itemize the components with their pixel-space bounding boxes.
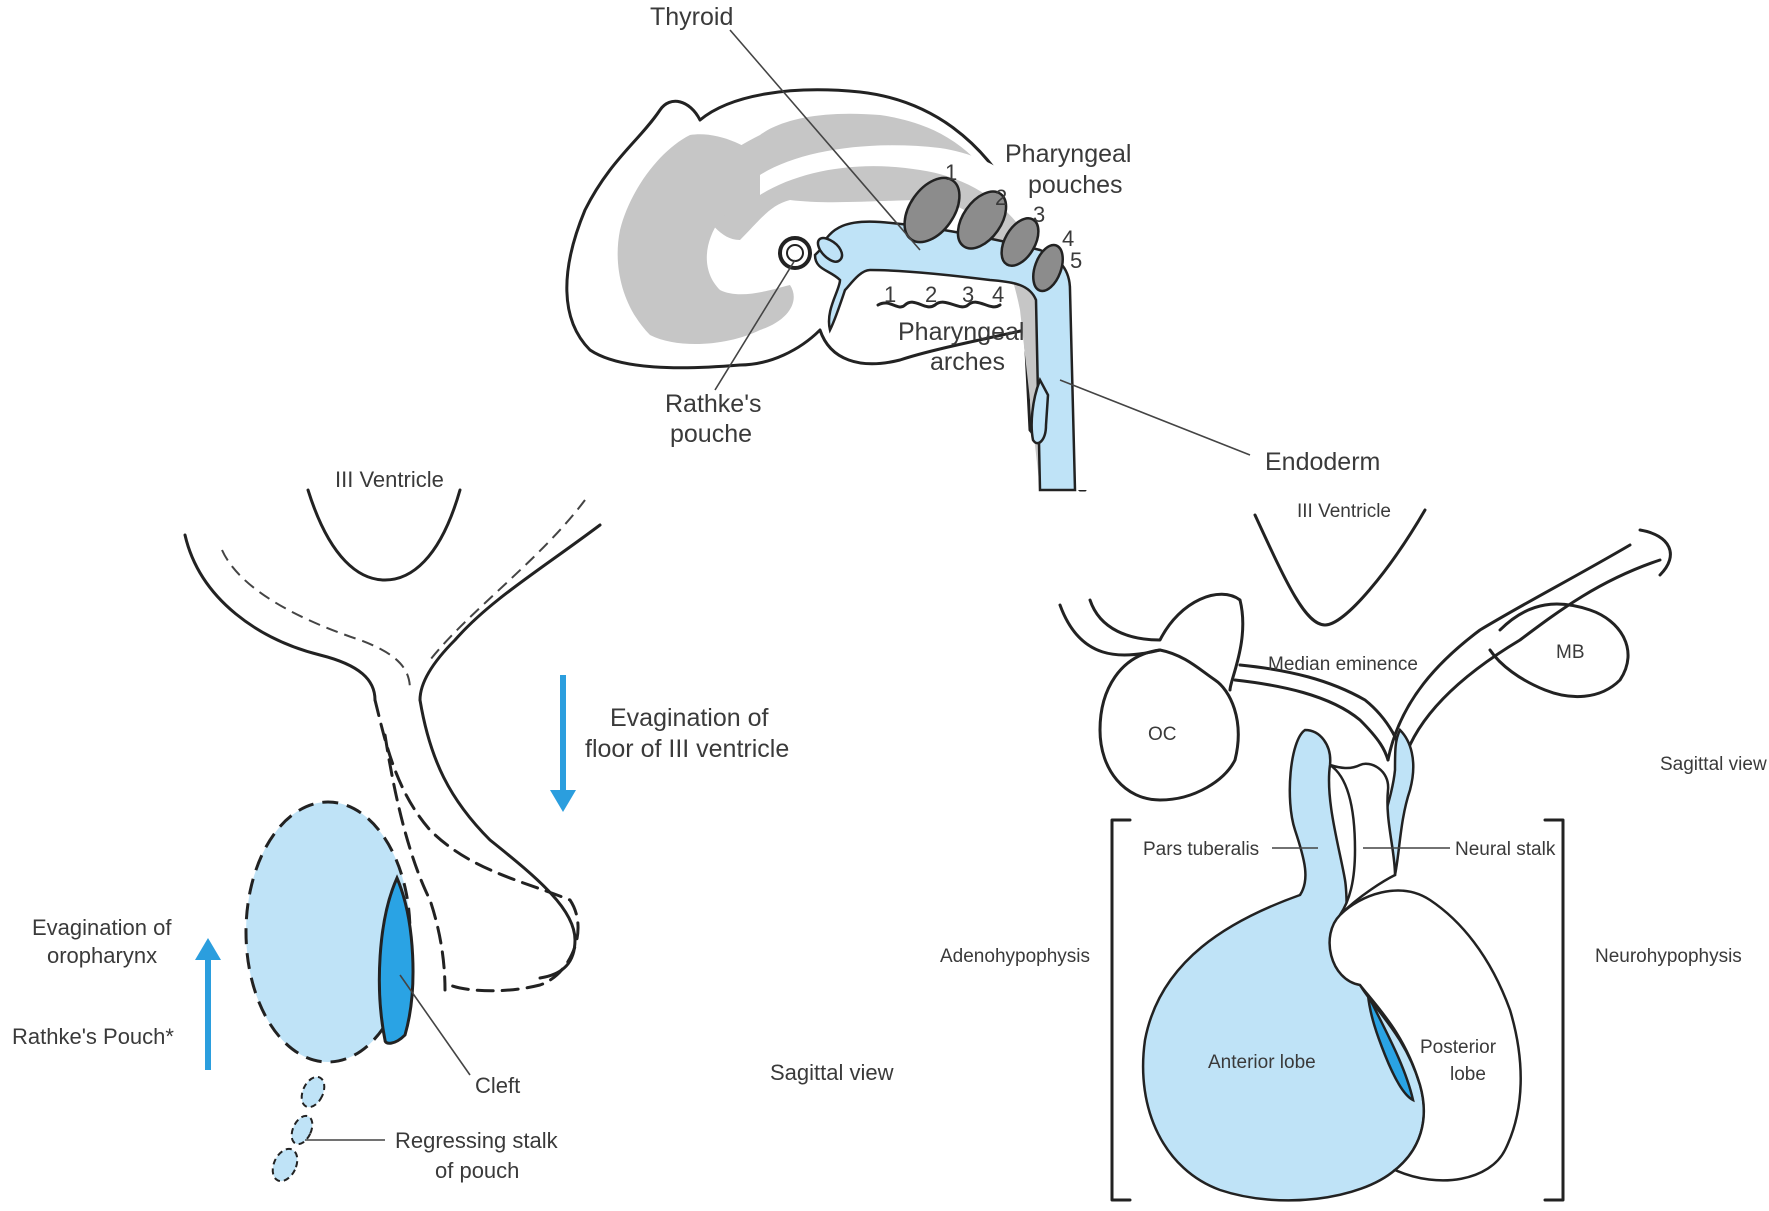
label-neurohypophysis: Neurohypophysis [1595,946,1742,967]
label-evagination-oropharynx-2: oropharynx [47,943,157,968]
left-ventricle-curve [308,490,460,580]
label-pharyngeal-pouches-1: Pharyngeal [1005,140,1131,168]
pouch-number-5: 5 [1070,248,1082,273]
label-adenohypophysis: Adenohypophysis [940,946,1090,967]
mb-right-line [1404,560,1660,760]
oc-top-curve-2 [1090,594,1243,690]
mb-right-line-2 [1388,545,1630,760]
stalk-remnant-2 [288,1113,317,1148]
arch-number-3: 3 [962,282,974,307]
mb-tail [1640,530,1670,575]
label-regressing-stalk-2: of pouch [435,1158,519,1183]
label-cleft: Cleft [475,1073,520,1098]
left-inner-dash-left [222,550,410,690]
arrow-up-oropharynx [195,938,221,1070]
label-left-third-ventricle: III Ventricle [335,467,444,492]
label-pars-tuberalis: Pars tuberalis [1143,839,1259,860]
left-floor-left [185,535,375,700]
pouch-number-2: 2 [995,185,1007,210]
label-regressing-stalk-1: Regressing stalk [395,1128,559,1153]
label-median-eminence: Median eminence [1268,654,1418,675]
label-rathkes-pouch: Rathke's Pouch* [12,1024,174,1049]
right-ventricle-curve [1255,510,1425,625]
label-oc: OC [1148,724,1177,745]
rathkes-ring-inner [787,245,803,261]
arch-number-2: 2 [925,282,937,307]
grey-head [618,134,794,344]
label-mb: MB [1556,642,1585,663]
label-pharyngeal-pouches-2: pouches [1028,171,1123,199]
arrow-down-floor [550,675,576,812]
pouch-number-3: 3 [1033,202,1045,227]
pouch-number-1: 1 [945,160,957,185]
arch-number-4: 4 [992,282,1004,307]
label-posterior-lobe-2: lobe [1450,1064,1486,1085]
label-rathkes-pouche-2: pouche [670,420,752,448]
label-left-sagittal-view: Sagittal view [770,1060,894,1085]
cleft-leader [400,975,470,1075]
label-evagination-floor-2: floor of III ventricle [585,735,789,763]
label-right-sagittal-view: Sagittal view [1660,754,1767,775]
adeno-bracket [1112,820,1130,1200]
arches-wavy [878,302,1000,307]
label-rathkes-pouche-1: Rathke's [665,390,761,418]
left-inner-dash-right [430,500,585,660]
label-endoderm: Endoderm [1265,448,1380,476]
oc-top-curve [1060,605,1160,655]
label-posterior-lobe-1: Posterior [1420,1037,1497,1058]
left-panel: III Ventricle Evagination of floor of II… [12,467,894,1185]
label-evagination-floor-1: Evagination of [610,704,769,732]
label-evagination-oropharynx-1: Evagination of [32,915,172,940]
left-floor-right [420,525,600,700]
stalk-remnant-1 [297,1073,329,1110]
label-pharyngeal-arches-1: Pharyngeal [898,318,1024,346]
neuro-bracket [1545,820,1563,1200]
left-stalk-inner [420,700,575,978]
stalk-remnant-3 [268,1145,302,1185]
label-anterior-lobe: Anterior lobe [1208,1052,1316,1073]
label-pharyngeal-arches-2: arches [930,348,1005,376]
embryo-panel: Thyroid Pharyngeal pouches 1 2 3 4 5 1 2… [567,3,1381,490]
right-panel: III Ventricle Median eminence MB OC Sagi… [940,501,1767,1200]
label-thyroid: Thyroid [650,3,733,31]
label-neural-stalk: Neural stalk [1455,839,1556,860]
label-right-third-ventricle: III Ventricle [1297,501,1391,522]
arch-number-1: 1 [884,282,896,307]
